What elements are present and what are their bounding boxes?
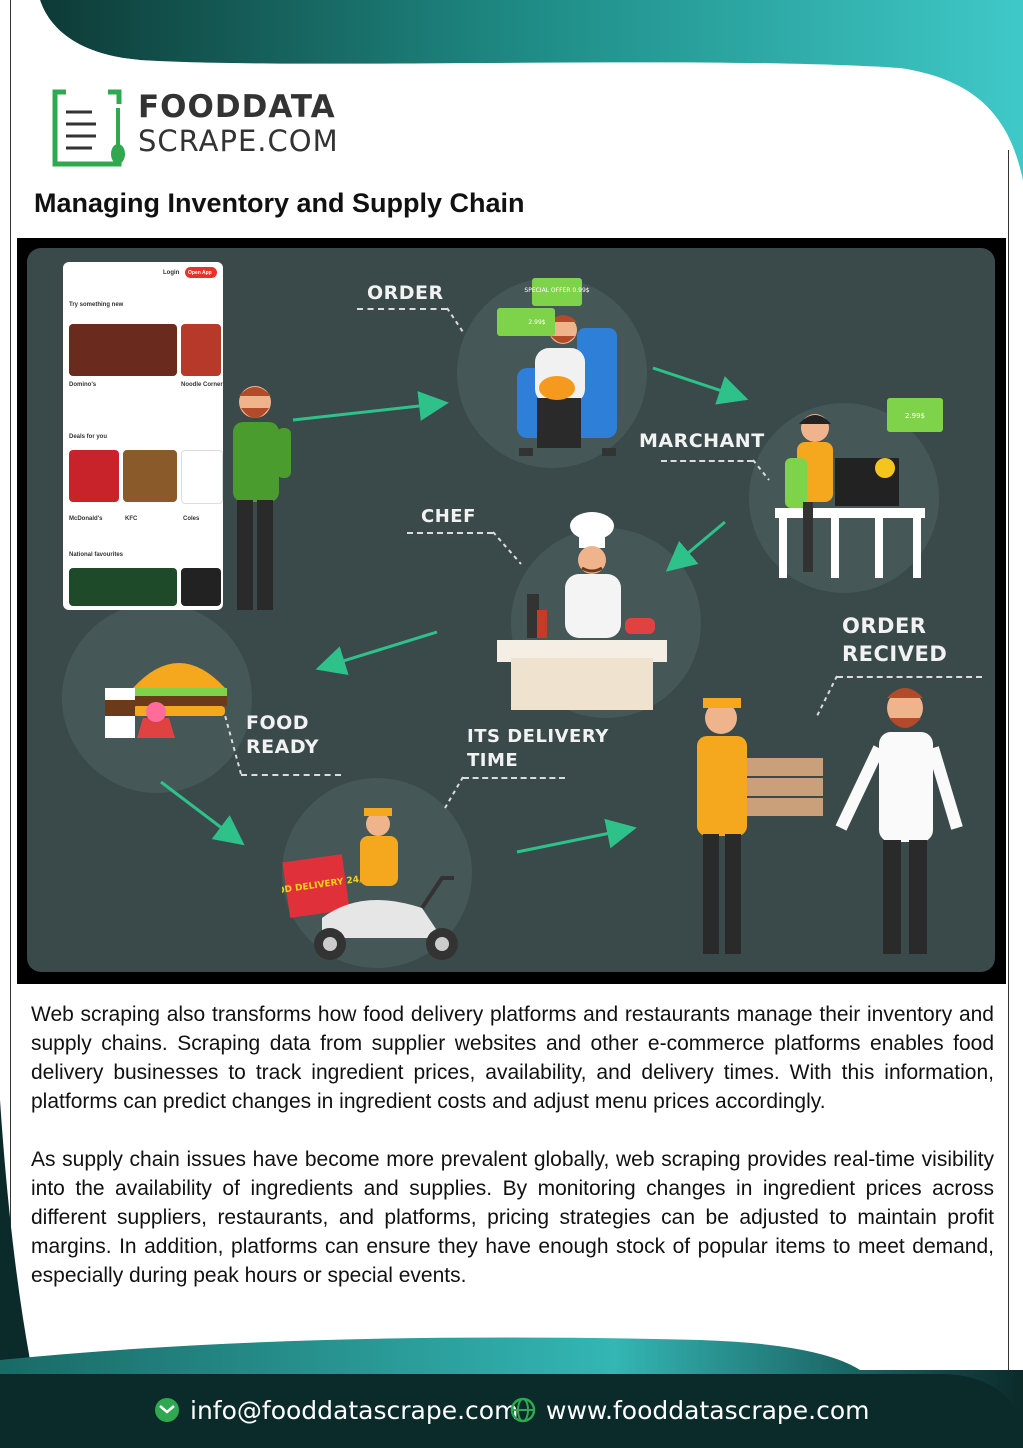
- label-delivery-1: ITS DELIVERY: [467, 726, 609, 747]
- flow-arrows: [160, 307, 838, 854]
- pizza-image: [69, 324, 177, 376]
- login-label: Login: [163, 270, 180, 276]
- chef-dash: [407, 532, 493, 534]
- footer-email[interactable]: info@fooddatascrape.com: [190, 1396, 519, 1425]
- globe-icon: [510, 1397, 536, 1423]
- noodle-label: Noodle Corner: [181, 382, 223, 388]
- right-border: [1008, 150, 1009, 1448]
- brand-line2: SCRAPE.COM: [138, 124, 339, 158]
- paragraph-1: Web scraping also transforms how food de…: [31, 1003, 994, 1113]
- open-app-button: [185, 267, 217, 278]
- deals-label: Deals for you: [69, 434, 108, 440]
- mcdonalds-image: [69, 450, 119, 502]
- label-food-ready-1: FOOD: [246, 712, 310, 734]
- coles-image: [181, 450, 223, 504]
- label-order: ORDER: [367, 282, 444, 304]
- email-icon: [155, 1398, 179, 1422]
- burger-meal-illustration: [105, 663, 227, 738]
- label-delivery-2: TIME: [467, 750, 519, 771]
- food-dash: [241, 774, 341, 776]
- special-offer-badge: SPECIAL OFFER 0.99$: [524, 287, 589, 294]
- noodle-image: [181, 324, 221, 376]
- brand-logo: FOODDATA SCRAPE.COM: [52, 86, 342, 170]
- scooter-delivery-illustration: FOOD DELIVERY 24/7: [282, 808, 458, 960]
- infographic-panel: ORDER MARCHANT CHEF ORDER RECIVED FOOD R…: [27, 248, 995, 972]
- chef-illustration: [497, 512, 667, 710]
- merchant-dash: [661, 460, 753, 462]
- price-badge-1: 2.99$: [528, 319, 545, 326]
- page-title: Managing Inventory and Supply Chain: [34, 188, 525, 218]
- delivery-dash: [463, 777, 565, 779]
- customer-ordering-illustration: SPECIAL OFFER 0.99$ 2.99$: [497, 278, 617, 456]
- label-food-ready-2: READY: [246, 736, 319, 758]
- label-order-received-2: RECIVED: [842, 642, 948, 666]
- squid-game-image: [181, 568, 221, 606]
- try-something-label: Try something new: [69, 302, 124, 308]
- man-standing-illustration: [233, 386, 291, 610]
- kfc-label: KFC: [125, 516, 138, 522]
- order-dash: [357, 308, 447, 310]
- order-received-illustration: [697, 688, 963, 954]
- menu-list-icon: [52, 86, 126, 167]
- open-app-label: Open App: [188, 270, 212, 276]
- footer-website[interactable]: www.fooddatascrape.com: [546, 1396, 870, 1425]
- footer-band: [0, 1337, 1023, 1448]
- national-label: National favourites: [69, 552, 124, 558]
- brand-line1: FOODDATA: [138, 89, 336, 125]
- label-order-received-1: ORDER: [842, 614, 927, 638]
- label-chef: CHEF: [421, 506, 476, 527]
- label-merchant: MARCHANT: [639, 430, 765, 452]
- paragraph-2: As supply chain issues have become more …: [31, 1148, 994, 1287]
- dominos-label: Domino's: [69, 382, 97, 388]
- kfc-image: [123, 450, 177, 502]
- combo-image: [69, 568, 177, 606]
- infographic-frame: ORDER MARCHANT CHEF ORDER RECIVED FOOD R…: [17, 238, 1006, 984]
- header-wave: [0, 0, 1023, 180]
- merchant-illustration: 2.99$: [775, 398, 943, 578]
- coles-label: Coles: [183, 516, 200, 522]
- left-border: [10, 0, 11, 1448]
- food-app-phone: Login Open App Try something new Domino'…: [63, 262, 223, 610]
- mcdonalds-label: McDonald's: [69, 516, 103, 522]
- received-dash: [837, 676, 982, 678]
- price-badge-2: 2.99$: [905, 412, 925, 420]
